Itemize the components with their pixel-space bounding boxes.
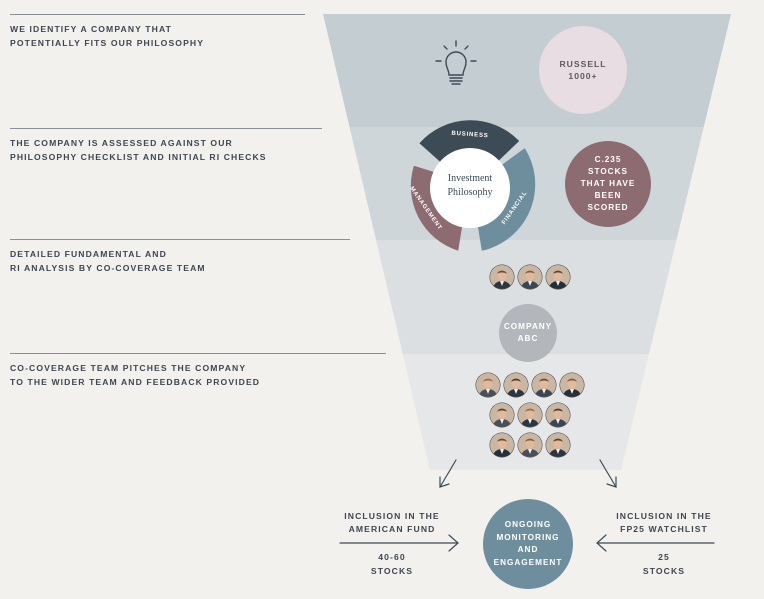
company-line1: COMPANY	[503, 321, 553, 331]
step-1-text: WE IDENTIFY A COMPANY THAT POTENTIALLY F…	[10, 22, 204, 50]
american-fund-count2: STOCKS	[370, 566, 414, 576]
team-member-avatar	[545, 432, 571, 458]
ongoing-line4: ENGAGEMENT	[493, 557, 563, 567]
scored-line1: C.235	[594, 155, 622, 164]
fp25-line1: INCLUSION IN THE	[616, 511, 712, 521]
team-member-avatar	[489, 264, 515, 290]
step-4-rule	[10, 353, 386, 354]
step-1-rule	[10, 14, 305, 15]
wheel-segment-business	[419, 120, 520, 165]
step-2-rule	[10, 128, 322, 129]
step-3-rule	[10, 239, 350, 240]
ongoing-monitoring-circle: ONGOING MONITORING AND ENGAGEMENT	[483, 499, 573, 589]
step-1-line2: POTENTIALLY FITS OUR PHILOSOPHY	[10, 38, 205, 48]
team-row	[488, 264, 572, 290]
step-2-line1: THE COMPANY IS ASSESSED AGAINST OUR	[10, 138, 233, 148]
wheel-center-label: Investment Philosophy	[430, 172, 510, 200]
american-fund-line1: INCLUSION IN THE	[344, 511, 440, 521]
wheel-center	[430, 148, 510, 228]
funnel-band-1	[323, 14, 731, 127]
step-3-line1: DETAILED FUNDAMENTAL AND	[10, 249, 167, 259]
fp25-count2: STOCKS	[642, 566, 686, 576]
team-member-avatar	[503, 372, 529, 398]
team-row	[474, 402, 586, 428]
team-member-avatar	[545, 402, 571, 428]
wheel-center-line2: Philosophy	[447, 187, 493, 198]
scored-line5: SCORED	[587, 203, 629, 212]
russell-circle: RUSSELL 1000+	[539, 26, 627, 114]
fp25-line2: FP25 WATCHLIST	[620, 524, 708, 534]
ongoing-line2: MONITORING	[496, 532, 560, 542]
team-small-group	[488, 264, 572, 290]
scored-circle: C.235 STOCKS THAT HAVE BEEN SCORED	[565, 141, 651, 227]
fp25-watchlist-label: INCLUSION IN THE FP25 WATCHLIST	[606, 510, 722, 536]
company-circle: COMPANY ABC	[499, 304, 557, 362]
team-member-avatar	[559, 372, 585, 398]
fp25-watchlist-count: 25 STOCKS	[606, 550, 722, 578]
team-member-avatar	[517, 402, 543, 428]
philosophy-wheel	[410, 120, 536, 251]
russell-line2: 1000+	[568, 71, 598, 81]
company-line2: ABC	[517, 334, 539, 343]
step-4-line1: CO-COVERAGE TEAM PITCHES THE COMPANY	[10, 363, 247, 373]
team-member-avatar	[545, 264, 571, 290]
step-2-text: THE COMPANY IS ASSESSED AGAINST OUR PHIL…	[10, 136, 267, 164]
team-member-avatar	[531, 372, 557, 398]
team-member-avatar	[517, 432, 543, 458]
team-member-avatar	[489, 402, 515, 428]
ongoing-line3: AND	[517, 545, 539, 554]
step-1-line1: WE IDENTIFY A COMPANY THAT	[10, 24, 172, 34]
team-member-avatar	[489, 432, 515, 458]
american-fund-count: 40-60 STOCKS	[336, 550, 448, 578]
step-4-text: CO-COVERAGE TEAM PITCHES THE COMPANY TO …	[10, 361, 260, 389]
team-row	[474, 372, 586, 398]
step-3-text: DETAILED FUNDAMENTAL AND RI ANALYSIS BY …	[10, 247, 206, 275]
scored-line2: STOCKS	[588, 167, 628, 176]
scored-line3: THAT HAVE	[580, 179, 636, 188]
american-fund-label: INCLUSION IN THE AMERICAN FUND	[336, 510, 448, 536]
fp25-count1: 25	[658, 552, 670, 562]
scored-line4: BEEN	[594, 191, 622, 200]
ongoing-line1: ONGOING	[504, 520, 552, 529]
american-fund-line2: AMERICAN FUND	[348, 524, 436, 534]
team-member-avatar	[517, 264, 543, 290]
step-3-line2: RI ANALYSIS BY CO-COVERAGE TEAM	[10, 263, 206, 273]
step-2-line2: PHILOSOPHY CHECKLIST AND INITIAL RI CHEC…	[10, 152, 267, 162]
team-large-group	[474, 372, 586, 462]
team-member-avatar	[475, 372, 501, 398]
american-fund-count1: 40-60	[378, 552, 406, 562]
lightbulb-icon	[435, 40, 477, 85]
russell-line1: RUSSELL	[559, 58, 607, 69]
step-4-line2: TO THE WIDER TEAM AND FEEDBACK PROVIDED	[10, 377, 261, 387]
team-row	[474, 432, 586, 458]
wheel-center-line1: Investment	[447, 173, 493, 184]
